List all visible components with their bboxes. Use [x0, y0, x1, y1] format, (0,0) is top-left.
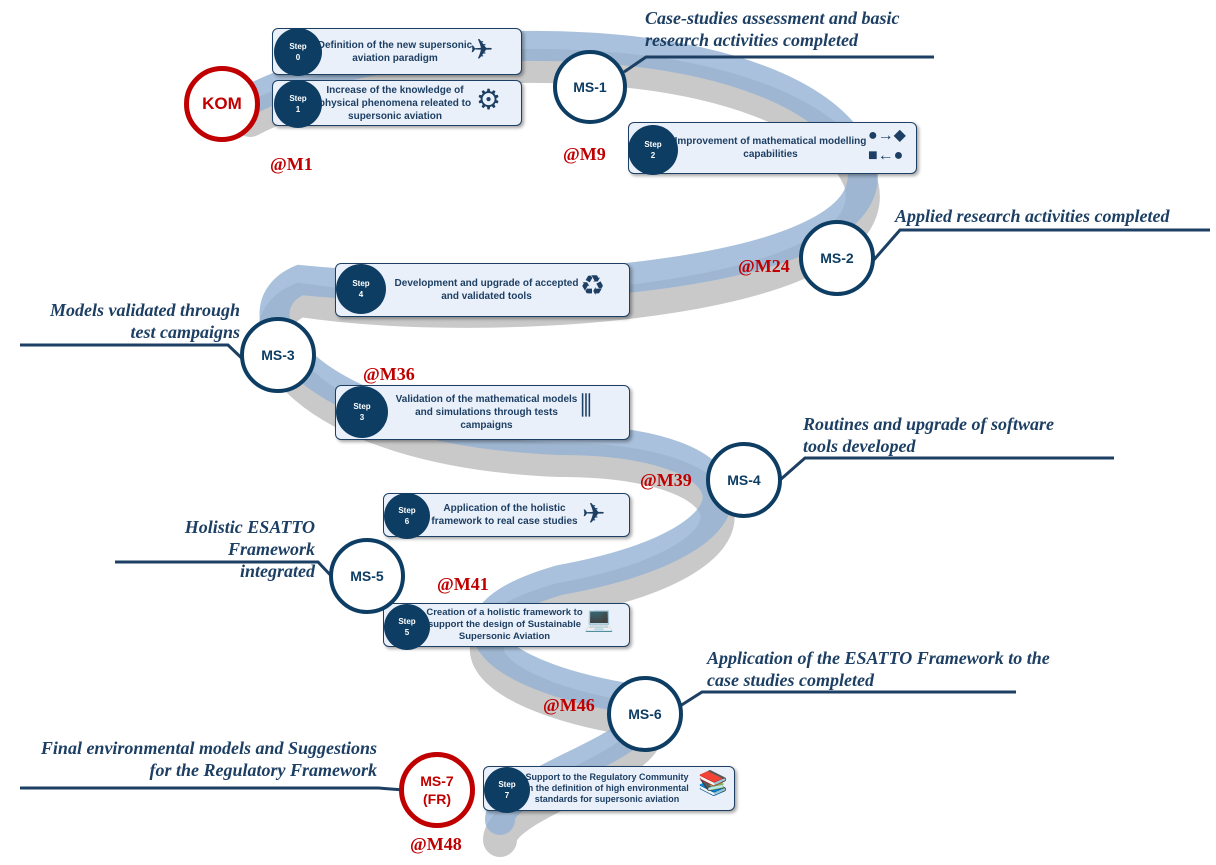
milestone-ms-7: MS-7 (FR): [399, 752, 475, 828]
step-text: Creation of a holistic framework to supp…: [426, 607, 583, 642]
step-text: Improvement of mathematical modelling ca…: [674, 136, 867, 160]
airplane-icon: ✈: [582, 498, 606, 529]
laptop-gears-icon: 💻: [584, 606, 614, 633]
month-label: @M48: [410, 834, 462, 854]
month-label: @M46: [543, 695, 595, 715]
step-text: Validation of the mathematical models an…: [395, 394, 578, 431]
milestone-description: Holistic ESATTO Framework integrated: [184, 517, 315, 581]
step-2-box: Improvement of mathematical modelling ca…: [628, 122, 917, 174]
step-text: Development and upgrade of accepted and …: [394, 278, 579, 302]
milestone-description: Routines and upgrade of software tools d…: [803, 414, 1055, 456]
milestone-description: Models validated through test campaigns: [49, 300, 240, 342]
milestone-ms-3: MS-3: [240, 317, 316, 393]
month-label: @M41: [437, 574, 489, 594]
step-text: Increase of the knowledge of physical ph…: [318, 84, 472, 122]
month-label: @M36: [363, 364, 415, 384]
month-label: @M39: [640, 470, 692, 490]
milestone-ms-2: MS-2: [799, 220, 875, 296]
milestone-ms-6: MS-6: [607, 676, 683, 752]
milestone-description: Final environmental models and Suggestio…: [40, 738, 377, 780]
month-label: @M1: [270, 154, 313, 174]
recycle-icon: ♻: [580, 270, 606, 301]
milestone-description: Applied research activities completed: [895, 206, 1170, 226]
flowchart-icon: ●→◆■←●: [868, 127, 906, 164]
books-icon: 📚: [698, 770, 728, 797]
milestone-description: Application of the ESATTO Framework to t…: [707, 648, 1050, 690]
milestone-ms-1: MS-1: [553, 50, 627, 124]
airplane-icon: ✈: [470, 34, 494, 65]
milestone-description: Case-studies assessment and basic resear…: [645, 8, 900, 50]
milestone-kom: KOM: [184, 66, 260, 142]
milestone-ms-4: MS-4: [706, 442, 782, 518]
month-label: @M9: [563, 144, 606, 164]
month-label: @M24: [738, 256, 790, 276]
step-text: Support to the Regulatory Community in t…: [525, 772, 689, 804]
milestone-ms-5: MS-5: [329, 538, 405, 614]
step-text: Application of the holistic framework to…: [431, 503, 578, 527]
test-tubes-icon: ⫼: [580, 390, 592, 420]
step-text: Definition of the new supersonic aviatio…: [317, 39, 473, 64]
head-gears-icon: ⚙: [476, 84, 502, 115]
